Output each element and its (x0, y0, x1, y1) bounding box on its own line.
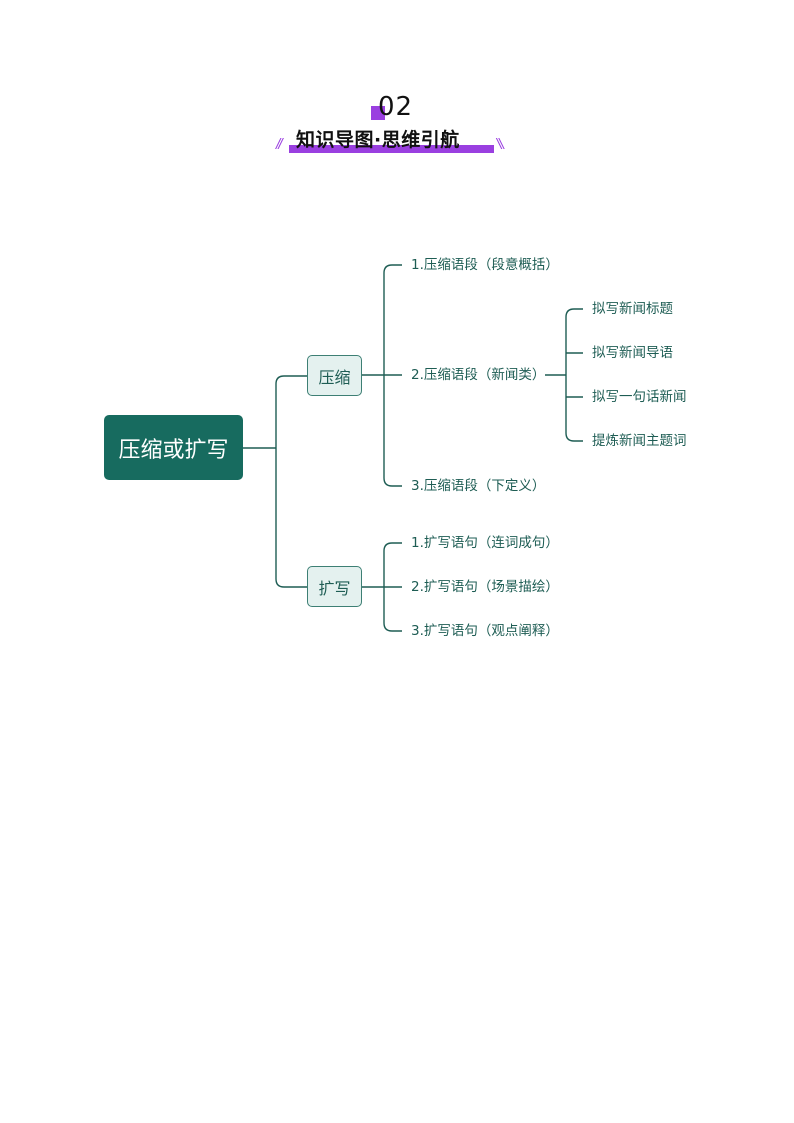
section-number: 02 (378, 92, 414, 122)
title-decor-left: // (276, 137, 283, 152)
branch-node-expand[interactable]: 扩写 (307, 566, 362, 607)
section-title: 知识导图·思维引航 (296, 129, 460, 151)
branch-node-label: 扩写 (318, 578, 351, 598)
leaf-compress-summary[interactable]: 1.压缩语段（段意概括） (411, 257, 559, 273)
root-node[interactable]: 压缩或扩写 (104, 415, 243, 480)
leaf-compress-news[interactable]: 2.压缩语段（新闻类） (411, 367, 546, 383)
title-underline-bar (289, 145, 494, 153)
leaf-expand-words[interactable]: 1.扩写语句（连词成句） (411, 535, 559, 551)
section-number-accent (371, 106, 385, 120)
leaf-news-keywords[interactable]: 提炼新闻主题词 (592, 433, 687, 449)
leaf-news-one-sentence[interactable]: 拟写一句话新闻 (592, 389, 687, 405)
leaf-compress-definition[interactable]: 3.压缩语段（下定义） (411, 478, 546, 494)
leaf-expand-viewpoint[interactable]: 3.扩写语句（观点阐释） (411, 623, 559, 639)
root-node-label: 压缩或扩写 (118, 437, 229, 463)
leaf-news-lead[interactable]: 拟写新闻导语 (592, 345, 673, 361)
branch-node-compress[interactable]: 压缩 (307, 355, 362, 396)
branch-node-label: 压缩 (318, 367, 351, 387)
leaf-news-headline[interactable]: 拟写新闻标题 (592, 301, 673, 317)
leaf-expand-scene[interactable]: 2.扩写语句（场景描绘） (411, 579, 559, 595)
